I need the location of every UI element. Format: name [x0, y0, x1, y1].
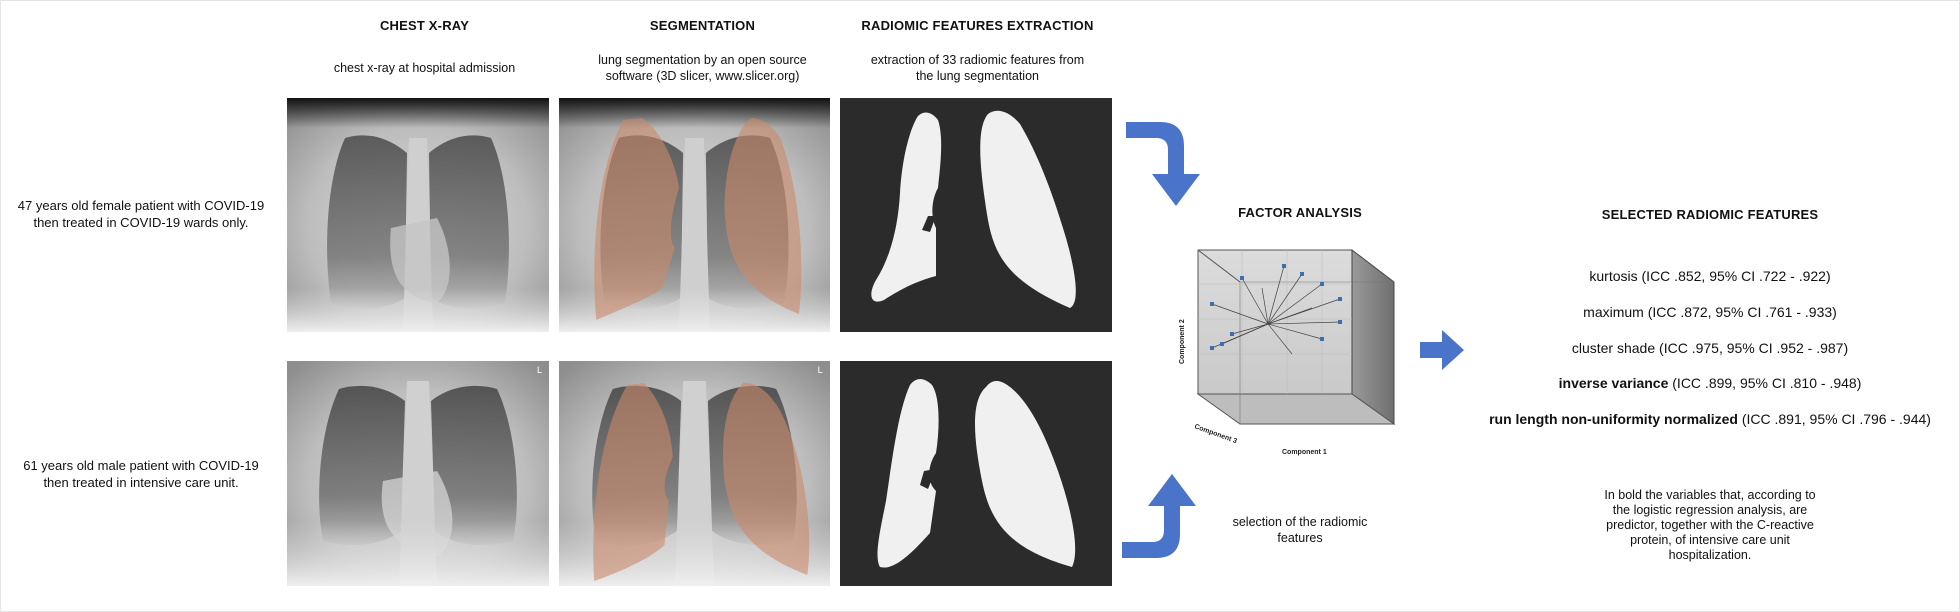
- patient-2-label: 61 years old male patient with COVID-19 …: [0, 457, 282, 491]
- feature-name: maximum: [1583, 304, 1644, 320]
- factor-analysis-title: FACTOR ANALYSIS: [1238, 205, 1362, 220]
- patient-1-line2: then treated in COVID-19 wards only.: [33, 215, 249, 230]
- feature-maximum: maximum (ICC .872, 95% CI .761 - .933): [1410, 304, 1960, 320]
- factor-analysis-caption-line2: features: [1277, 531, 1323, 545]
- feature-inverse-variance: inverse variance (ICC .899, 95% CI .810 …: [1410, 375, 1960, 391]
- segmentation-desc: lung segmentation by an open source soft…: [560, 52, 845, 84]
- mask-image-1: [840, 98, 1112, 332]
- note-line: the logistic regression analysis, are: [1612, 503, 1808, 517]
- right-arrow-icon: [1420, 330, 1464, 370]
- feature-run-length-nonuniformity-normalized: run length non-uniformity normalized (IC…: [1410, 411, 1960, 427]
- note-line: hospitalization.: [1668, 548, 1752, 562]
- feature-cluster-shade: cluster shade (ICC .975, 95% CI .952 - .…: [1410, 340, 1960, 356]
- axis-component-1: Component 1: [1282, 449, 1327, 456]
- feature-stats: (ICC .852, 95% CI .722 - .922): [1641, 268, 1831, 284]
- axis-component-2: Component 2: [1179, 319, 1186, 364]
- bold-variables-note: In bold the variables that, according to…: [1560, 488, 1860, 563]
- feature-name: kurtosis: [1589, 268, 1638, 284]
- down-curved-arrow-icon: [1126, 118, 1206, 208]
- segmentation-title: SEGMENTATION: [649, 18, 756, 33]
- factor-analysis-plot: Component 2 Component 1 Component 3: [1172, 244, 1402, 462]
- feature-stats: (ICC .975, 95% CI .952 - .987): [1659, 340, 1849, 356]
- selected-features-title: SELECTED RADIOMIC FEATURES: [1601, 207, 1819, 222]
- extraction-desc: extraction of 33 radiomic features from …: [840, 52, 1115, 84]
- feature-name: inverse variance: [1558, 375, 1669, 391]
- note-line: In bold the variables that, according to: [1604, 488, 1816, 502]
- svg-text:L: L: [818, 365, 823, 375]
- segmentation-image-1: [559, 98, 830, 332]
- segmentation-image-2: L: [559, 361, 830, 586]
- segmentation-desc-line1: lung segmentation by an open source: [598, 53, 807, 67]
- xray-title: CHEST X-RAY: [379, 18, 470, 33]
- svg-text:L: L: [537, 365, 542, 375]
- patient-2-line1: 61 years old male patient with COVID-19: [23, 458, 259, 473]
- segmentation-desc-line2: software (3D slicer, www.slicer.org): [605, 69, 800, 83]
- feature-stats: (ICC .891, 95% CI .796 - .944): [1741, 411, 1931, 427]
- patient-1-line1: 47 years old female patient with COVID-1…: [17, 198, 265, 213]
- factor-analysis-caption: selection of the radiomic features: [1200, 514, 1400, 546]
- mask-image-2: [840, 361, 1112, 586]
- patient-1-label: 47 years old female patient with COVID-1…: [0, 197, 282, 231]
- feature-name: run length non-uniformity normalized: [1489, 411, 1738, 427]
- feature-name: cluster shade: [1571, 340, 1656, 356]
- patient-2-line2: then treated in intensive care unit.: [43, 475, 239, 490]
- xray-desc: chest x-ray at hospital admission: [333, 61, 516, 75]
- extraction-desc-line2: the lung segmentation: [915, 69, 1039, 83]
- extraction-title: RADIOMIC FEATURES EXTRACTION: [861, 18, 1094, 33]
- extraction-desc-line1: extraction of 33 radiomic features from: [870, 53, 1085, 67]
- up-curved-arrow-icon: [1122, 472, 1202, 562]
- note-line: protein, of intensive care unit: [1630, 533, 1790, 547]
- axis-component-3: Component 3: [1193, 423, 1238, 445]
- factor-analysis-caption-line1: selection of the radiomic: [1232, 515, 1368, 529]
- feature-kurtosis: kurtosis (ICC .852, 95% CI .722 - .922): [1410, 268, 1960, 284]
- note-line: predictor, together with the C-reactive: [1606, 518, 1814, 532]
- xray-image-2: L: [287, 361, 549, 586]
- xray-image-1: [287, 98, 549, 332]
- feature-stats: (ICC .899, 95% CI .810 - .948): [1672, 375, 1862, 391]
- feature-stats: (ICC .872, 95% CI .761 - .933): [1647, 304, 1837, 320]
